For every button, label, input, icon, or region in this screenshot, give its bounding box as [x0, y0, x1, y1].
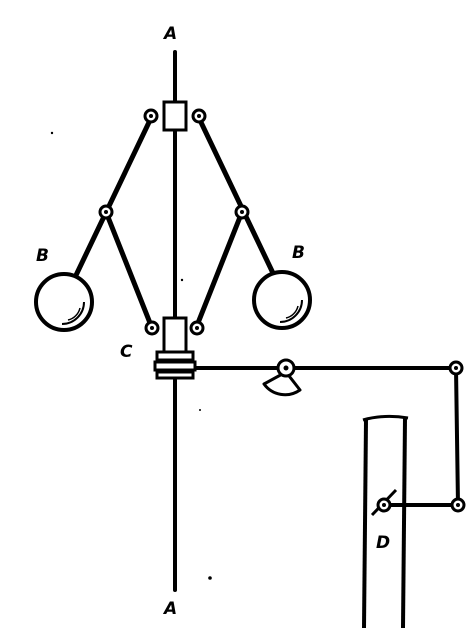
top-collar	[162, 100, 188, 132]
arm-upper-left	[65, 113, 155, 295]
throttle-valve	[370, 488, 398, 517]
label-spindle-top: A	[162, 24, 177, 44]
label-valve: D	[376, 533, 390, 553]
link-lower-right	[193, 209, 245, 331]
sleeve-block	[162, 316, 188, 354]
pipe	[362, 414, 409, 629]
label-spindle-bottom: A	[162, 599, 177, 619]
arm-upper-right	[195, 113, 285, 295]
ball-right	[252, 270, 312, 330]
sleeve-collar	[153, 350, 197, 380]
label-ball-right: B	[292, 243, 305, 263]
connecting-rod	[454, 366, 460, 507]
fulcrum	[262, 358, 302, 397]
ball-left	[34, 272, 94, 332]
label-sleeve: C	[120, 342, 133, 362]
link-lower-left	[103, 209, 155, 331]
label-ball-left: B	[36, 246, 49, 266]
